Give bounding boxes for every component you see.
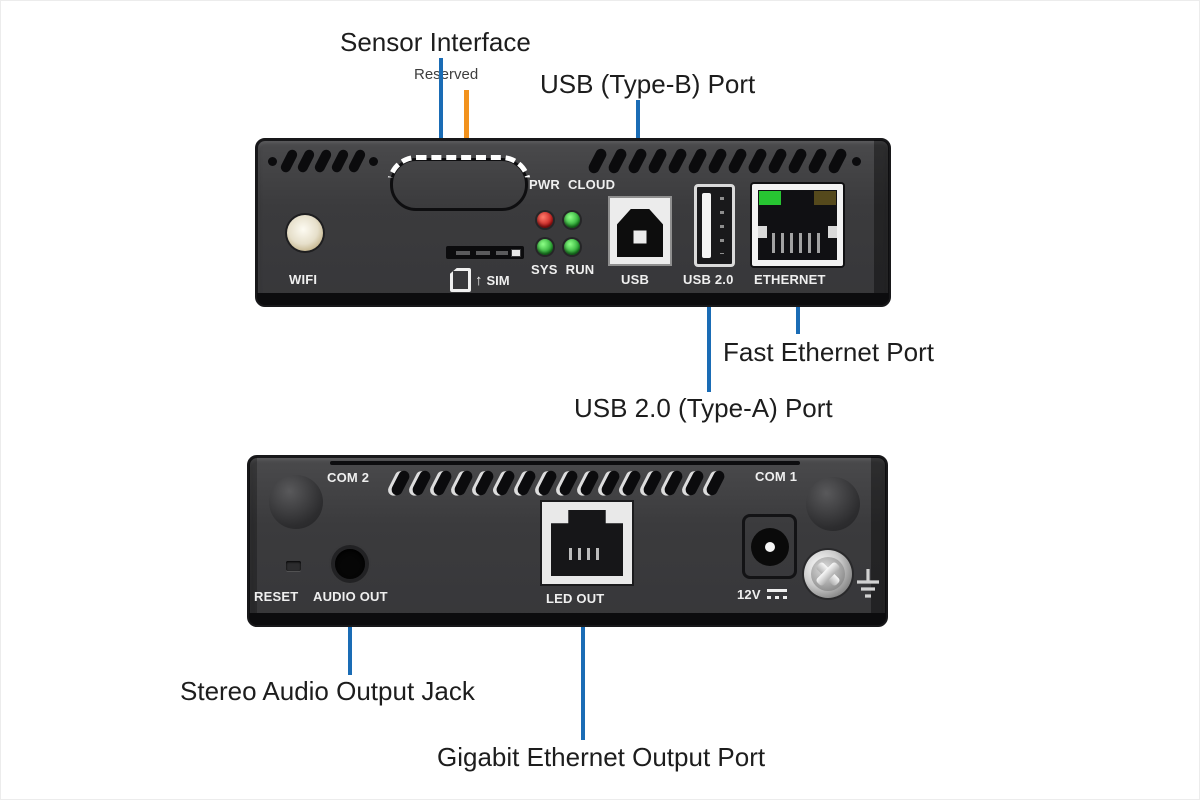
usb20-type-a-label: USB 2.0 (Type-A) Port bbox=[574, 393, 833, 423]
fast-ethernet-port[interactable] bbox=[752, 184, 843, 266]
panel-edge bbox=[874, 140, 889, 305]
fast-ethernet-callout-line bbox=[796, 285, 800, 334]
usb-type-b-icon bbox=[617, 209, 663, 257]
reserved-label: Reserved bbox=[414, 66, 479, 83]
sim-label: SIM bbox=[486, 272, 510, 288]
usb-type-b-label: USB (Type-B) Port bbox=[540, 69, 756, 99]
reset-label: RESET bbox=[254, 589, 299, 604]
ethernet-label: ETHERNET bbox=[754, 272, 826, 287]
ethernet-link-led bbox=[759, 191, 781, 205]
sim-label-row: ↑ SIM bbox=[450, 268, 510, 292]
ground-screw bbox=[804, 550, 852, 598]
sys-led bbox=[537, 239, 553, 255]
stereo-audio-label: Stereo Audio Output Jack bbox=[180, 676, 475, 706]
sensor-interface-label: Sensor Interface bbox=[340, 27, 531, 57]
ethernet-activity-led bbox=[814, 191, 836, 205]
usb-label: USB bbox=[621, 272, 650, 287]
reset-button[interactable] bbox=[286, 561, 301, 571]
top-device-panel: PWR CLOUD SYS RUN WIFI ↑ SIM USB US bbox=[255, 138, 891, 307]
sys-label: SYS bbox=[531, 262, 558, 277]
com2-label: COM 2 bbox=[327, 470, 370, 485]
cloud-label: CLOUD bbox=[567, 177, 616, 192]
wifi-antenna-connector bbox=[287, 215, 323, 251]
sensor-interface-callout-line bbox=[439, 58, 443, 163]
audio-out-label: AUDIO OUT bbox=[313, 589, 388, 604]
panel-edge bbox=[249, 457, 257, 625]
com1-connector-plug bbox=[806, 477, 860, 531]
com2-connector-plug bbox=[269, 475, 323, 529]
vent-grill-right bbox=[586, 146, 861, 176]
usb-20-type-a-port[interactable] bbox=[694, 184, 735, 267]
panel-base bbox=[249, 613, 886, 625]
panel-base bbox=[257, 293, 889, 305]
sim-insert-arrow-icon: ↑ bbox=[475, 271, 483, 289]
pwr-cloud-label: PWR CLOUD bbox=[529, 177, 615, 192]
pwr-led bbox=[537, 212, 553, 228]
panel-groove bbox=[330, 461, 800, 465]
usb20-label: USB 2.0 bbox=[683, 272, 734, 287]
vent-grill-left bbox=[268, 148, 378, 174]
gigabit-callout-line bbox=[581, 584, 585, 740]
vent-grill-front bbox=[389, 468, 727, 498]
run-label: RUN bbox=[565, 262, 595, 277]
audio-output-jack[interactable] bbox=[335, 549, 365, 579]
bottom-device-panel: COM 2 COM 1 RESET AUDIO OUT LED OUT 12V bbox=[247, 455, 888, 627]
gigabit-ethernet-label: Gigabit Ethernet Output Port bbox=[437, 742, 766, 772]
dc-symbol-icon bbox=[766, 589, 787, 600]
power-voltage-label: 12V bbox=[737, 587, 761, 602]
usb20-callout-line bbox=[707, 285, 711, 392]
dc-power-jack[interactable] bbox=[742, 514, 797, 579]
cloud-led bbox=[564, 212, 580, 228]
wifi-label: WIFI bbox=[289, 272, 318, 287]
sim-card-icon bbox=[450, 268, 471, 292]
sensor-interface-reserved-cutout bbox=[390, 158, 528, 211]
run-led bbox=[564, 239, 580, 255]
reserved-callout-line bbox=[464, 90, 469, 150]
led-output-port[interactable] bbox=[540, 500, 634, 586]
power-label: 12V bbox=[737, 587, 787, 602]
sys-run-label: SYS RUN bbox=[531, 262, 594, 277]
com1-label: COM 1 bbox=[755, 469, 798, 484]
pwr-label: PWR bbox=[529, 177, 560, 192]
earth-ground-icon bbox=[852, 568, 884, 607]
fast-ethernet-label: Fast Ethernet Port bbox=[723, 337, 934, 367]
sim-card-slot[interactable] bbox=[446, 246, 524, 259]
led-out-label: LED OUT bbox=[546, 591, 605, 606]
usb-type-b-port[interactable] bbox=[608, 196, 672, 266]
